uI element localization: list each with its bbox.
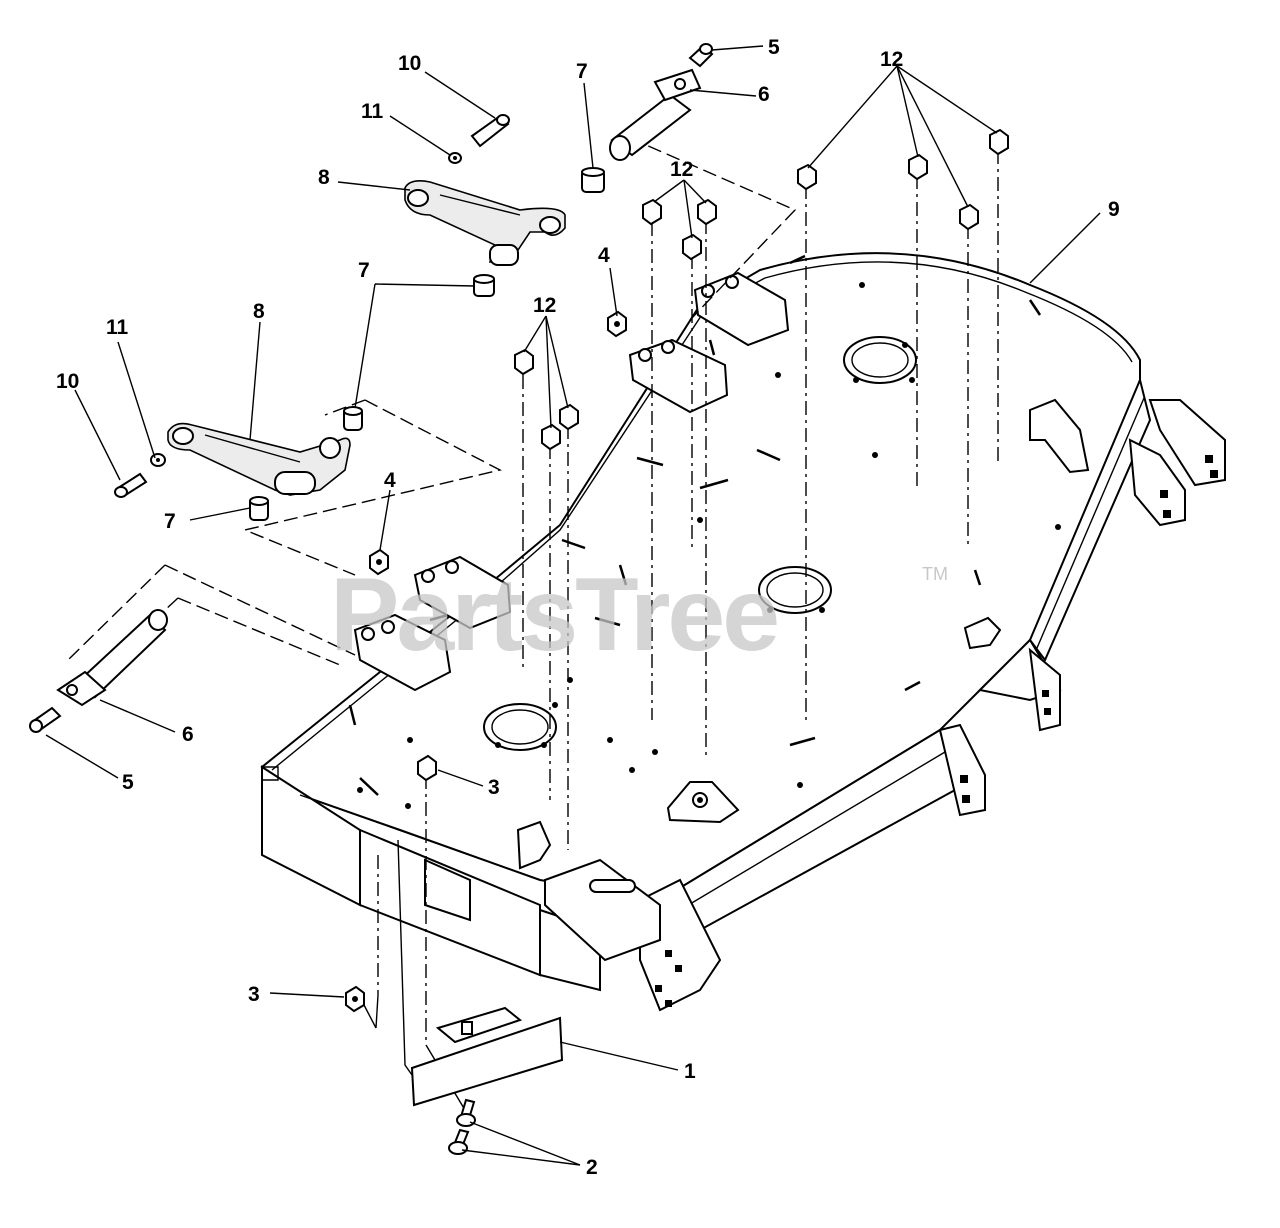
leader-lines <box>45 45 1101 1166</box>
callout-number: 4 <box>598 244 610 267</box>
callout-number: 11 <box>361 100 384 123</box>
hex-nut-upper <box>607 310 627 338</box>
callout-number: 12 <box>533 294 556 317</box>
callout-number: 1 <box>684 1060 696 1083</box>
watermark: PartsTree TM <box>330 557 948 673</box>
spindle-opening <box>758 566 832 614</box>
callout-number: 11 <box>106 316 129 339</box>
nuts <box>514 128 1009 451</box>
pin-bolt-lower <box>29 706 62 733</box>
side-bracket <box>1148 399 1226 487</box>
deck-slot-marks <box>348 254 1042 796</box>
callout-number: 12 <box>880 48 903 71</box>
rear-pivot-bracket-right <box>628 271 790 414</box>
side-bracket <box>1028 647 1061 732</box>
assembly-guide-lines <box>67 137 999 1111</box>
pivot-pin-lower <box>56 609 168 707</box>
watermark-brand: PartsTree <box>330 557 777 673</box>
callout-number: 10 <box>398 52 421 75</box>
callout-number: 7 <box>358 259 370 282</box>
callout-number: 9 <box>1108 198 1120 221</box>
shoulder-bolt-lower <box>114 472 148 498</box>
callout-number: 3 <box>488 776 500 799</box>
callout-number: 2 <box>586 1156 598 1179</box>
side-bracket <box>1128 438 1186 527</box>
watermark-trademark: TM <box>922 564 948 584</box>
callout-number: 5 <box>768 36 780 59</box>
front-pivot-bracket-left <box>353 555 512 692</box>
bushing <box>343 406 363 431</box>
spindle-opening <box>483 703 557 751</box>
carriage-bolt <box>448 1128 470 1155</box>
callout-number: 4 <box>384 469 396 492</box>
shoulder-bolt-upper <box>470 114 510 148</box>
pivot-pin-upper <box>609 68 702 161</box>
callout-number: 5 <box>122 771 134 794</box>
lift-arm-upper <box>404 180 566 266</box>
mower-deck-housing <box>260 252 1226 1012</box>
spindle-opening <box>843 336 917 384</box>
washer-lower <box>150 453 166 467</box>
lock-nut-loose <box>345 985 365 1013</box>
deck-bolt-holes <box>357 282 1061 809</box>
callout-number: 7 <box>576 60 588 83</box>
callout-number: 6 <box>182 723 194 746</box>
bushing <box>473 274 495 297</box>
callout-number: 10 <box>56 370 79 393</box>
callout-number: 6 <box>758 83 770 106</box>
lift-arm-lower <box>167 422 351 496</box>
lock-nut-deck <box>417 754 437 782</box>
callout-number: 7 <box>164 510 176 533</box>
callout-number: 8 <box>253 300 265 323</box>
carriage-bolt <box>456 1098 476 1127</box>
pin-bolt-upper <box>688 43 714 68</box>
washer-upper <box>448 152 462 164</box>
callout-number: 3 <box>248 983 260 1006</box>
callout-number: 8 <box>318 166 330 189</box>
deflector-plate <box>410 1006 564 1107</box>
side-bracket <box>938 723 986 817</box>
bushing <box>249 496 269 521</box>
bushing <box>581 167 605 193</box>
callout-number: 12 <box>670 158 693 181</box>
callout-labels: 1 2 3 3 4 4 5 5 6 6 7 7 7 8 8 9 10 10 11… <box>56 36 1120 1179</box>
